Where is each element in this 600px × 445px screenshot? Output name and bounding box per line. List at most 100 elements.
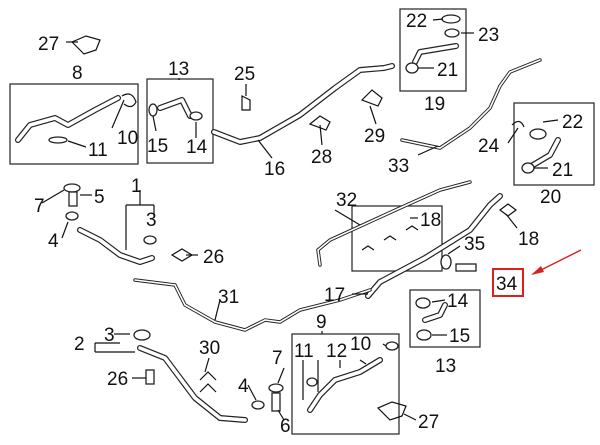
- callout-14-bottom: 14: [447, 291, 469, 312]
- hose-1: [77, 227, 155, 265]
- oring-15-top: [148, 103, 158, 117]
- clips-30: [199, 371, 217, 393]
- oring-15-bottom: [416, 329, 432, 341]
- group-box-20: [513, 102, 595, 186]
- sensor-34: [455, 263, 477, 272]
- fitting-25: [241, 95, 251, 111]
- oring-22-bottom: [529, 128, 547, 140]
- callout-5: 5: [94, 187, 105, 208]
- hose-20: [525, 137, 561, 171]
- callout-25: 25: [234, 64, 255, 85]
- group-box-8: [9, 83, 139, 165]
- clip-26-bottom: [145, 369, 155, 385]
- callout-24: 24: [478, 136, 500, 157]
- callout-18-right: 18: [518, 229, 539, 250]
- callout-27-bottom: 27: [418, 412, 439, 433]
- callout-19: 19: [424, 94, 445, 115]
- callout-29: 29: [364, 126, 385, 147]
- callout-33: 33: [388, 156, 409, 177]
- callout-7-top: 7: [34, 196, 45, 217]
- clamp-14-bottom: [415, 297, 431, 309]
- callout-26-bottom: 26: [107, 369, 128, 390]
- bracket-29: [360, 89, 383, 107]
- oring-3-bottom: [133, 329, 151, 341]
- hose-13-top: [157, 97, 193, 119]
- leader-lines: [41, 18, 559, 421]
- fitting-5: [68, 191, 78, 207]
- callout-13-top: 13: [168, 59, 189, 80]
- callout-34: 34: [496, 274, 518, 295]
- oring-3-top: [143, 235, 157, 245]
- callout-22-bottom: 22: [562, 112, 583, 133]
- group-box-13-top: [146, 78, 214, 164]
- hose-13-bottom: [422, 302, 448, 323]
- callout-23: 23: [478, 25, 499, 46]
- oring-4-top: [65, 211, 79, 221]
- oring-22-top: [441, 14, 461, 24]
- callout-28: 28: [311, 147, 332, 168]
- callout-22-top: 22: [406, 11, 427, 32]
- oring-4-bottom: [251, 400, 265, 410]
- callout-15-bottom: 15: [449, 326, 470, 347]
- callout-3-bottom: 3: [104, 325, 115, 346]
- callout-11-top: 11: [88, 140, 108, 161]
- hose-19: [412, 43, 459, 65]
- callout-35: 35: [464, 234, 485, 255]
- callout-11-bottom: 11: [294, 341, 314, 362]
- pipe-16: [211, 63, 395, 145]
- group-box-13-bottom: [409, 289, 481, 348]
- highlight-box-34: [492, 268, 524, 297]
- hose-2: [137, 345, 248, 423]
- clamp-11: [48, 136, 68, 144]
- clips-18: [361, 225, 419, 251]
- callout-12: 12: [326, 341, 347, 362]
- callout-14-top: 14: [186, 137, 208, 158]
- callout-21-top: 21: [437, 60, 458, 81]
- clamp-21-top: [405, 62, 419, 74]
- pipe-31: [133, 278, 372, 332]
- callout-31: 31: [218, 287, 239, 308]
- clamp-7-top: [63, 183, 81, 193]
- clamp-14-top: [189, 111, 203, 121]
- highlight-arrow-head: [531, 266, 544, 275]
- callout-3-top: 3: [146, 210, 157, 231]
- callout-7-bottom: 7: [272, 348, 283, 369]
- callout-4-bottom: 4: [238, 376, 249, 397]
- clamp-21-bottom: [521, 162, 535, 174]
- callout-21-bottom: 21: [552, 160, 573, 181]
- bracket-18-right: [499, 203, 517, 217]
- pipe-17: [365, 193, 503, 299]
- callout-18-box: 18: [420, 210, 441, 231]
- callout-17: 17: [324, 285, 345, 306]
- callout-4-top: 4: [48, 231, 59, 252]
- bracket-27-bottom: [376, 401, 407, 421]
- clip-24: [511, 120, 525, 128]
- clamp-10: [121, 93, 137, 108]
- callout-26-top: 26: [203, 247, 224, 268]
- callout-13-bottom: 13: [435, 356, 456, 377]
- callout-30: 30: [199, 338, 220, 359]
- fitting-6: [271, 392, 281, 412]
- callout-15-top: 15: [147, 136, 168, 157]
- clamp-23: [444, 28, 460, 38]
- callout-10-bottom: 10: [350, 334, 371, 355]
- callout-20: 20: [540, 187, 561, 208]
- hose-9: [307, 357, 383, 413]
- clamp-7-bottom: [268, 383, 284, 393]
- hose-8: [15, 95, 121, 143]
- group-box-9: [291, 333, 400, 435]
- callout-6: 6: [280, 416, 291, 437]
- bracket-27-top: [70, 35, 101, 55]
- pipe-33: [400, 58, 542, 150]
- callout-1: 1: [131, 176, 142, 197]
- pipe-32: [316, 180, 472, 267]
- callout-32: 32: [336, 190, 357, 211]
- clamp-11-bottom: [306, 377, 318, 387]
- group-box-19: [399, 8, 467, 92]
- callout-8: 8: [72, 63, 83, 84]
- callout-27-top: 27: [38, 34, 59, 55]
- callout-10-top: 10: [117, 128, 138, 149]
- callout-labels: 27 8 10 11 13 15 14 25 1 6 28 29 22 23 21…: [34, 11, 583, 437]
